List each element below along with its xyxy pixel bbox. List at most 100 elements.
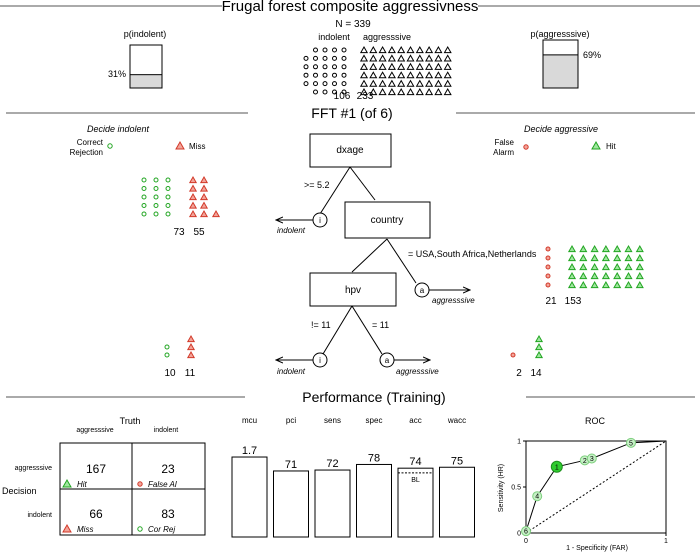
prior-aggressive-icon <box>378 54 387 62</box>
leaf1-miss-count: 55 <box>193 227 205 238</box>
prior-aggressive-icon <box>397 87 406 96</box>
leaf2-fa-icon <box>545 246 551 252</box>
leaf1-miss-icon <box>199 209 209 218</box>
leaf2-hit-icon <box>624 253 633 262</box>
p-indolent-value: 31% <box>108 69 126 79</box>
class-aggressive-label: aggresssive <box>363 32 411 42</box>
legend-fa-label-1: False <box>494 138 514 147</box>
roc-y-tick-label: 0 <box>517 531 521 538</box>
leaf2-fa-icon <box>545 273 551 279</box>
prior-aggressive-icon <box>359 71 369 79</box>
leaf2-hit-icon <box>624 271 633 280</box>
legend-fa-icon <box>523 144 529 150</box>
metric-value-pci: 71 <box>285 459 297 471</box>
metric-name-pci: pci <box>286 416 296 425</box>
truth-label: Truth <box>120 416 141 426</box>
leaf2-hit-icon <box>579 271 588 280</box>
metric-name-mcu: mcu <box>242 416 257 425</box>
leaf2-hit-icon <box>590 244 599 253</box>
prior-indolent-icon <box>313 89 318 95</box>
prior-aggressive-icon <box>425 87 434 96</box>
leaf2-hit-icon <box>601 253 610 262</box>
exit2-symbol: a <box>420 286 425 295</box>
prior-aggressive-icon <box>387 79 396 87</box>
prior-aggressive-icon <box>369 62 378 70</box>
prior-aggressive-icon <box>359 62 369 70</box>
prior-aggressive-icon <box>359 45 369 54</box>
leaf2-hit-icon <box>635 244 644 253</box>
prior-indolent-icon <box>332 55 337 61</box>
leaf2-hit-icon <box>579 262 588 271</box>
prior-aggressive-icon <box>359 54 369 62</box>
edge-country-exit <box>386 238 417 284</box>
leaf2-hit-icon <box>567 280 577 289</box>
roc-y-tick-label: 0.5 <box>511 485 521 492</box>
prior-indolent-icon <box>341 55 347 61</box>
leaf1-cr-icon <box>141 211 147 217</box>
p-aggressive-value: 69% <box>583 50 601 60</box>
prior-aggressive-icon <box>378 71 387 79</box>
prior-aggressive-icon <box>425 62 434 70</box>
p-indolent-fill <box>129 74 163 89</box>
metric-bar-sens <box>314 469 351 538</box>
prior-aggressive-icon <box>443 87 452 96</box>
col-indolent-label: indolent <box>154 427 179 434</box>
prior-aggressive-icon <box>397 54 406 62</box>
prior-aggressive-icon <box>369 79 378 87</box>
legend-hit-icon <box>591 140 601 150</box>
leaf1-miss-icon <box>199 184 209 192</box>
metric-name-sens: sens <box>324 416 341 425</box>
leaf2-hit-icon <box>613 253 622 262</box>
leaf2-hit-icon <box>590 253 599 262</box>
prior-aggressive-icon <box>415 87 424 96</box>
performance-title: Performance (Training) <box>302 389 445 405</box>
edge-country-hpv <box>351 238 388 273</box>
roc-point-6 <box>521 526 531 537</box>
leaf3r-fa-icon <box>510 352 516 358</box>
leaf2-hit-count: 153 <box>565 296 582 307</box>
leaf2-hit-icon <box>635 253 644 262</box>
leaf3l-miss-icon <box>186 350 196 359</box>
p-aggressive-label: p(aggresssive) <box>530 29 589 39</box>
prior-indolent-icon <box>341 72 347 78</box>
leaf3l-cr-count: 10 <box>164 368 176 379</box>
node-country-label: country <box>371 215 404 226</box>
prior-aggressive-icon <box>387 54 396 62</box>
leaf3l-cr-icon <box>164 352 170 358</box>
exit1-circle <box>312 212 328 228</box>
leaf2-hit-icon <box>579 280 588 289</box>
leaf1-cr-icon <box>153 211 159 217</box>
prior-indolent-icon <box>332 89 337 95</box>
prior-aggressive-icon <box>378 87 387 96</box>
prior-aggressive-icon <box>369 45 378 54</box>
row-indolent-label: indolent <box>27 512 52 519</box>
leaf1-miss-icon <box>188 209 198 218</box>
leaf2-hit-icon <box>635 280 644 289</box>
prior-indolent-icon <box>303 55 309 61</box>
leaf2-hit-icon <box>590 262 599 271</box>
prior-aggressive-icon <box>443 62 452 70</box>
hit-label: Hit <box>77 480 88 489</box>
leaf1-cr-icon <box>165 194 171 200</box>
prior-indolent-icon <box>332 64 337 70</box>
legend-fa-label-2: Alarm <box>493 148 514 157</box>
leaf1-cr-icon <box>165 186 171 191</box>
prior-indolent-icon <box>313 64 318 70</box>
leaf1-miss-icon <box>188 175 198 184</box>
prior-aggressive-icon <box>425 79 434 87</box>
leaf3r-hit-count: 14 <box>530 368 542 379</box>
decision-label: Decision <box>2 486 37 496</box>
leaf2-fa-count: 21 <box>545 296 557 307</box>
prior-aggressive-icon <box>397 45 406 54</box>
leaf2-hit-icon <box>613 280 622 289</box>
cr-count: 83 <box>161 507 175 521</box>
node-country-box <box>344 201 431 239</box>
leaf1-miss-icon <box>199 175 209 184</box>
prior-aggressive-icon <box>443 71 452 79</box>
exit3-right-circle <box>379 352 395 368</box>
legend-cr-label-2: Rejection <box>70 148 103 157</box>
p-aggressive-fill <box>542 54 579 89</box>
leaf-icon-arrays <box>141 175 644 359</box>
prior-aggressive-icon <box>406 45 415 54</box>
exit1-symbol: i <box>319 216 321 225</box>
